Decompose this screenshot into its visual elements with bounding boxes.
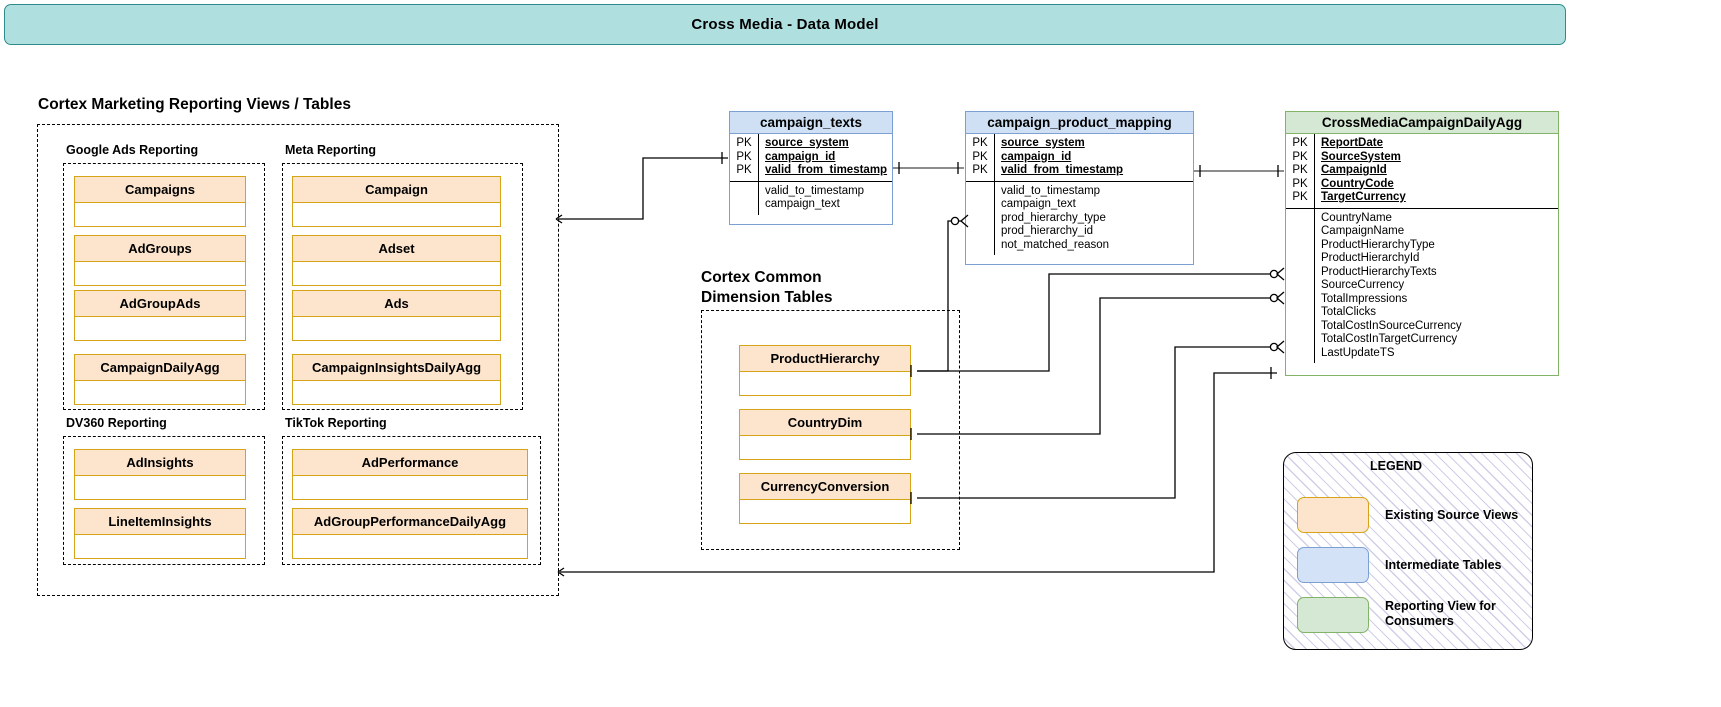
entity-title: Campaign: [293, 177, 500, 203]
entity-adset[interactable]: Adset: [292, 235, 501, 286]
entity-body: [293, 262, 500, 288]
entity-body: [75, 317, 245, 343]
entity-body: [75, 535, 245, 561]
entity-campaigninsightsdailyagg[interactable]: CampaignInsightsDailyAgg: [292, 354, 501, 405]
entity-title: AdGroups: [75, 236, 245, 262]
er-table-campaign-product-mapping[interactable]: campaign_product_mapping PK PK PK source…: [965, 111, 1194, 265]
group-box-google-ads: [63, 163, 265, 410]
er-primary-keys: PK PK PK source_system campaign_id valid…: [730, 134, 892, 182]
entity-producthierarchy[interactable]: ProductHierarchy: [739, 345, 911, 396]
entity-adgroupperformancedailyagg[interactable]: AdGroupPerformanceDailyAgg: [292, 508, 528, 559]
entity-countrydim[interactable]: CountryDim: [739, 409, 911, 460]
entity-title: CurrencyConversion: [740, 474, 910, 500]
er-table-title: CrossMediaCampaignDailyAgg: [1286, 112, 1558, 134]
er-primary-keys: PK PK PK source_system campaign_id valid…: [966, 134, 1193, 182]
entity-body: [740, 436, 910, 462]
entity-body: [293, 381, 500, 407]
group-label-meta: Meta Reporting: [285, 143, 376, 157]
er-attributes: valid_to_timestamp campaign_text: [730, 181, 892, 215]
entity-currencyconversion[interactable]: CurrencyConversion: [739, 473, 911, 524]
entity-title: Campaigns: [75, 177, 245, 203]
entity-ads[interactable]: Ads: [292, 290, 501, 341]
entity-adinsights[interactable]: AdInsights: [74, 449, 246, 500]
entity-title: LineItemInsights: [75, 509, 245, 535]
entity-body: [293, 535, 527, 561]
pk-fields: ReportDate SourceSystem CampaignId Count…: [1314, 134, 1558, 208]
er-attributes: CountryName CampaignName ProductHierarch…: [1286, 208, 1558, 364]
entity-body: [293, 317, 500, 343]
entity-title: CountryDim: [740, 410, 910, 436]
group-box-meta: [282, 163, 523, 410]
entity-body: [75, 262, 245, 288]
entity-title: CampaignInsightsDailyAgg: [293, 355, 500, 381]
connector-currencyconversion-to-crossmedia: [917, 346, 1270, 499]
legend-label-intermediate-tables: Intermediate Tables: [1385, 558, 1502, 572]
attr-fields: valid_to_timestamp campaign_text: [758, 181, 892, 215]
entity-title: AdGroupAds: [75, 291, 245, 317]
er-table-title: campaign_product_mapping: [966, 112, 1193, 134]
attr-fields: CountryName CampaignName ProductHierarch…: [1314, 208, 1558, 363]
attr-fields: valid_to_timestamp campaign_text prod_hi…: [994, 181, 1193, 255]
entity-body: [75, 476, 245, 502]
connector-producthierarchy-to-crossmedia: [917, 273, 1270, 372]
entity-body: [75, 381, 245, 407]
group-box-dv360: [63, 436, 265, 565]
entity-title: ProductHierarchy: [740, 346, 910, 372]
pk-fields: source_system campaign_id valid_from_tim…: [758, 134, 892, 181]
entity-campaigns[interactable]: Campaigns: [74, 176, 246, 227]
entity-body: [293, 476, 527, 502]
dimension-section-title-line1: Cortex Common: [701, 269, 822, 286]
group-label-google-ads: Google Ads Reporting: [66, 143, 199, 157]
legend-swatch-reporting-view: [1297, 597, 1369, 633]
page-title: Cross Media - Data Model: [691, 16, 879, 33]
entity-campaign[interactable]: Campaign: [292, 176, 501, 227]
entity-campaigndailyagg[interactable]: CampaignDailyAgg: [74, 354, 246, 405]
entity-body: [740, 372, 910, 398]
entity-title: AdGroupPerformanceDailyAgg: [293, 509, 527, 535]
er-table-title: campaign_texts: [730, 112, 892, 134]
legend-label-existing-source-views: Existing Source Views: [1385, 508, 1519, 522]
entity-title: Adset: [293, 236, 500, 262]
entity-title: Ads: [293, 291, 500, 317]
legend-label-reporting-view: Reporting View for Consumers: [1385, 599, 1496, 628]
pk-labels: PK PK PK: [736, 137, 752, 176]
pk-labels: PK PK PK PK PK: [1292, 137, 1308, 203]
connector-sources-to-campaign-texts: [558, 157, 728, 220]
entity-title: AdInsights: [75, 450, 245, 476]
entity-body: [740, 500, 910, 526]
connector-countrydim-to-crossmedia: [917, 297, 1270, 435]
entity-adperformance[interactable]: AdPerformance: [292, 449, 528, 500]
legend-swatch-intermediate-tables: [1297, 547, 1369, 583]
entity-title: CampaignDailyAgg: [75, 355, 245, 381]
group-label-dv360: DV360 Reporting: [66, 416, 167, 430]
reporting-outer-container: [37, 124, 559, 596]
pk-fields: source_system campaign_id valid_from_tim…: [994, 134, 1193, 181]
group-label-tiktok: TikTok Reporting: [285, 416, 387, 430]
entity-adgroups[interactable]: AdGroups: [74, 235, 246, 286]
legend-title: LEGEND: [1370, 459, 1423, 473]
group-box-tiktok: [282, 436, 541, 565]
attr-labels: [966, 182, 994, 256]
reporting-section-title: Cortex Marketing Reporting Views / Table…: [38, 96, 351, 113]
er-primary-keys: PK PK PK PK PK ReportDate SourceSystem C…: [1286, 134, 1558, 209]
attr-labels: [730, 182, 758, 215]
legend-swatch-existing-source-views: [1297, 497, 1369, 533]
entity-adgroupads[interactable]: AdGroupAds: [74, 290, 246, 341]
er-table-campaign-texts[interactable]: campaign_texts PK PK PK source_system ca…: [729, 111, 893, 225]
entity-lineiteminsights[interactable]: LineItemInsights: [74, 508, 246, 559]
er-attributes: valid_to_timestamp campaign_text prod_hi…: [966, 181, 1193, 256]
entity-body: [75, 203, 245, 229]
attr-labels: [1286, 209, 1314, 364]
er-table-crossmedia-campaign-daily-agg[interactable]: CrossMediaCampaignDailyAgg PK PK PK PK P…: [1285, 111, 1559, 376]
entity-title: AdPerformance: [293, 450, 527, 476]
pk-labels: PK PK PK: [972, 137, 988, 176]
entity-body: [293, 203, 500, 229]
diagram-title-bar: Cross Media - Data Model: [4, 4, 1566, 45]
dimension-section-title-line2: Dimension Tables: [701, 289, 833, 306]
